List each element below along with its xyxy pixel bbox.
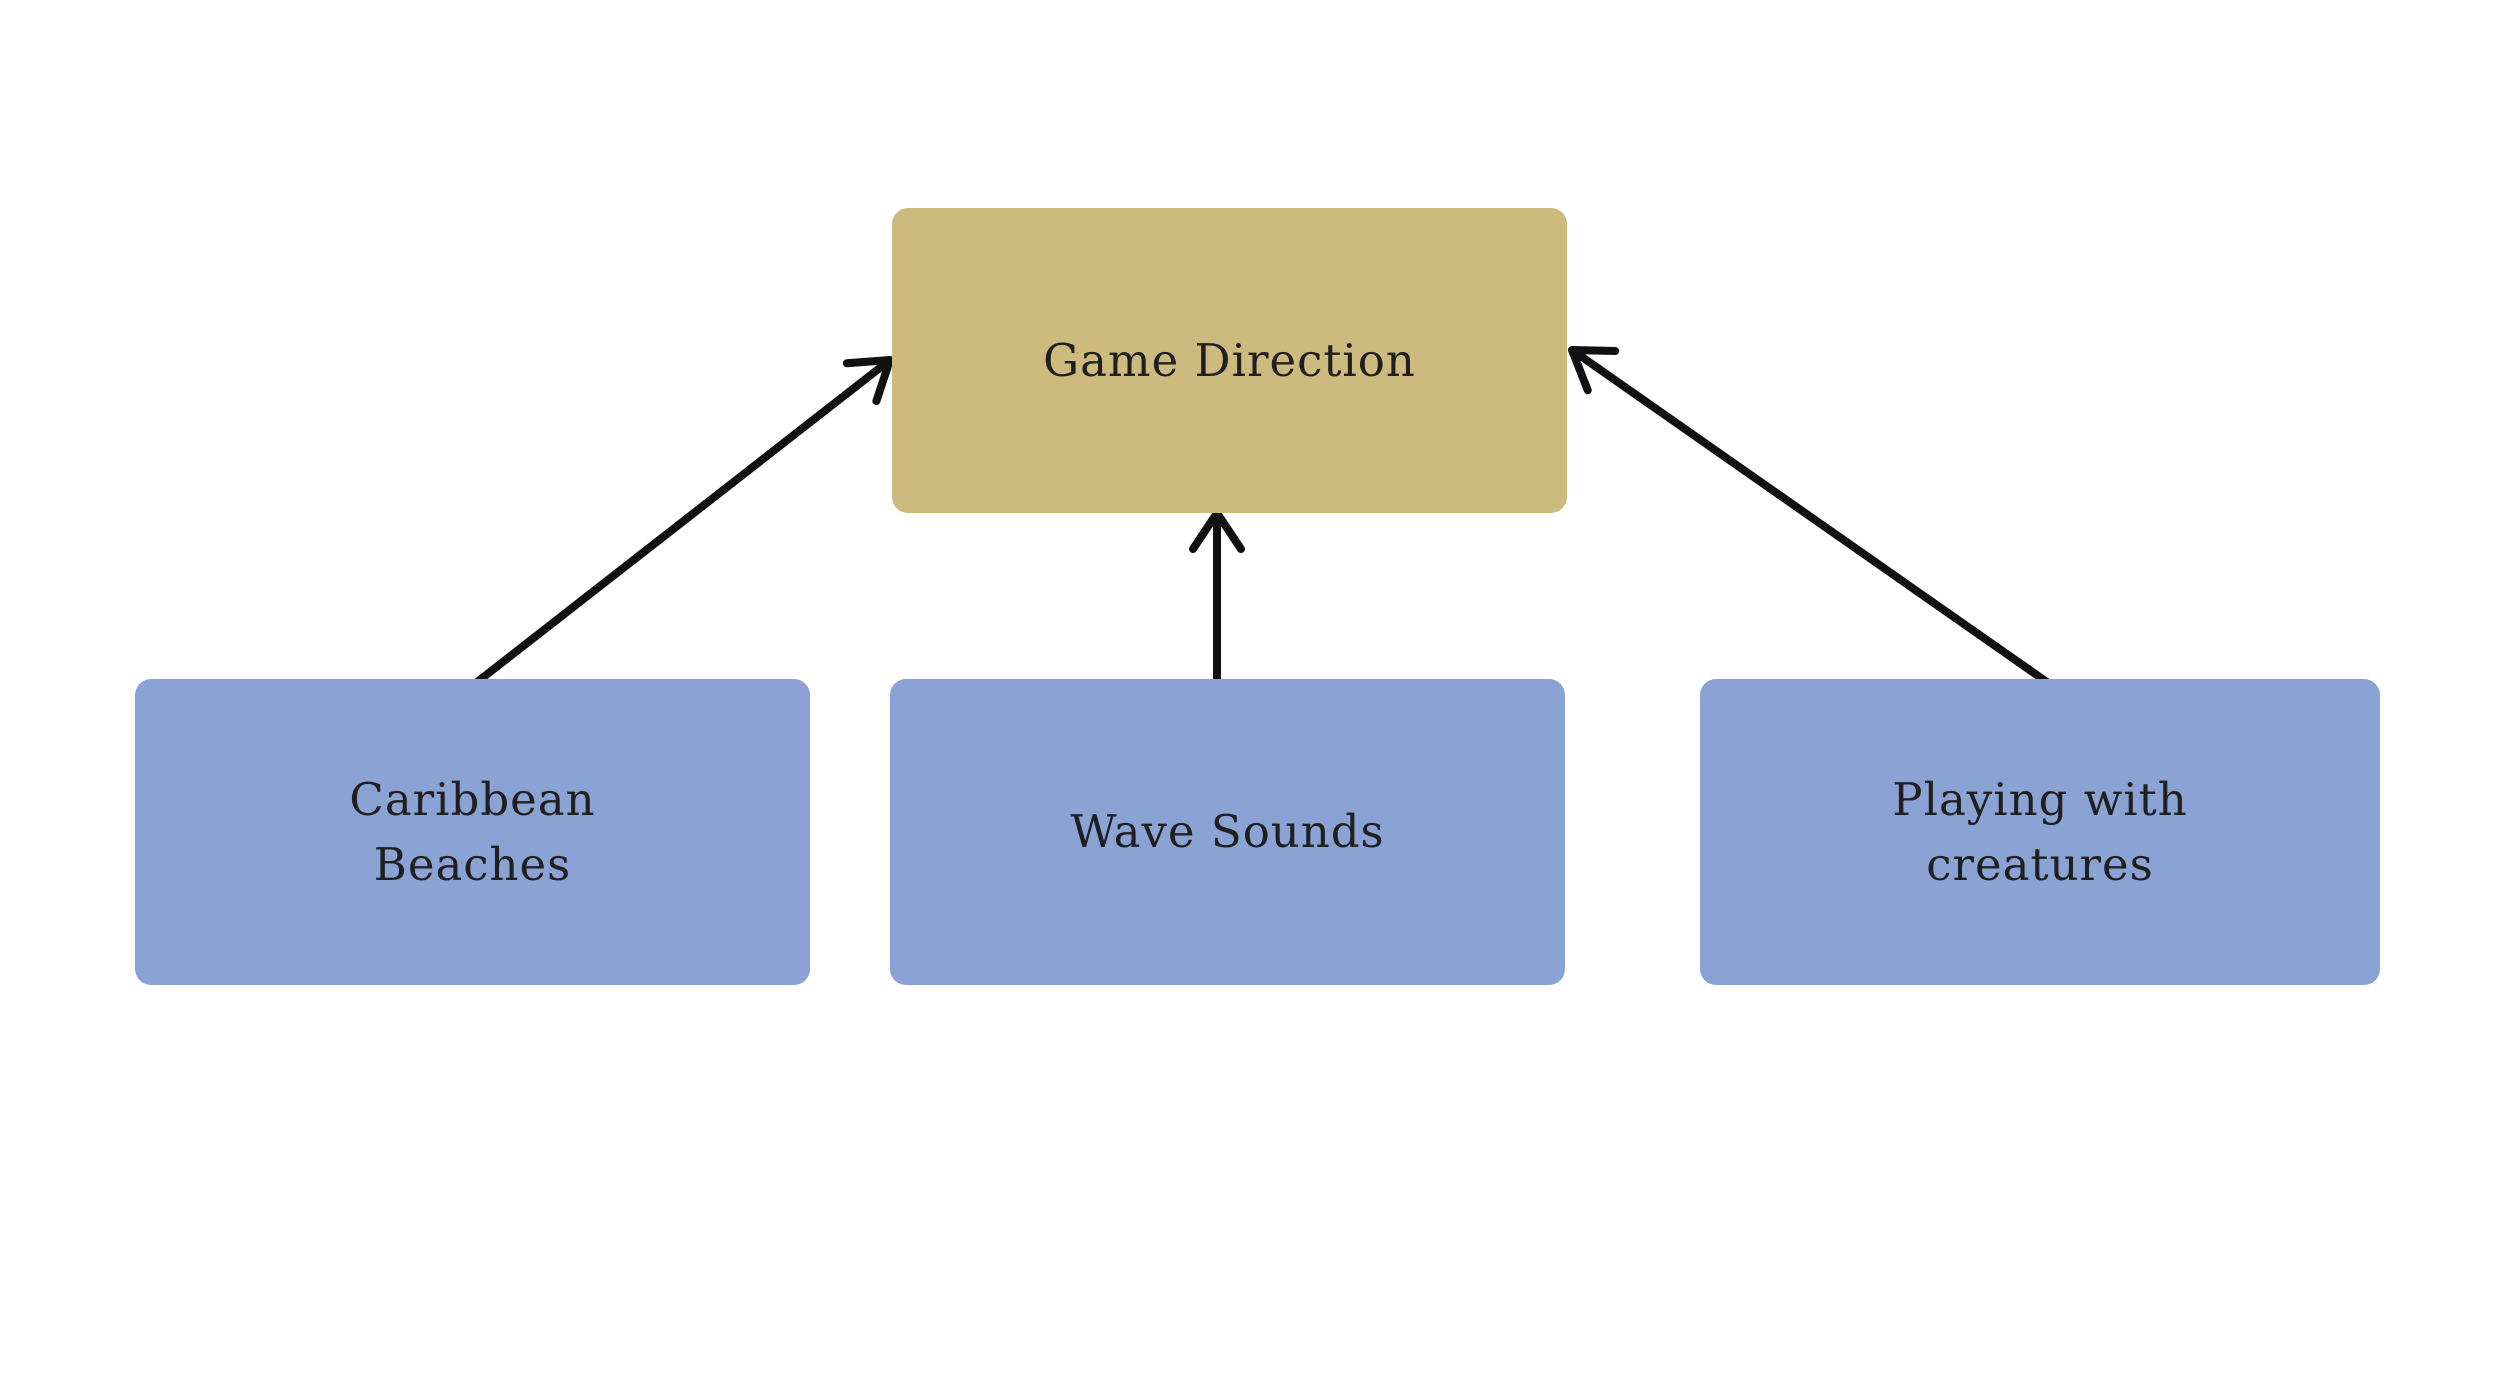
node-caribbean-beaches-label: Caribbean Beaches	[349, 772, 596, 891]
node-playing-with-creatures[interactable]: Playing with creatures	[1700, 679, 2380, 985]
node-playing-with-creatures-label: Playing with creatures	[1892, 772, 2188, 891]
node-wave-sounds-label: Wave Sounds	[1070, 805, 1385, 859]
node-game-direction-label: Game Direction	[1043, 333, 1416, 387]
node-caribbean-beaches[interactable]: Caribbean Beaches	[135, 679, 810, 985]
node-wave-sounds[interactable]: Wave Sounds	[890, 679, 1565, 985]
node-game-direction[interactable]: Game Direction	[892, 208, 1567, 513]
edge-caribbean-to-game-direction[interactable]	[469, 356, 894, 690]
edge-creatures-to-game-direction[interactable]	[1568, 346, 2057, 691]
